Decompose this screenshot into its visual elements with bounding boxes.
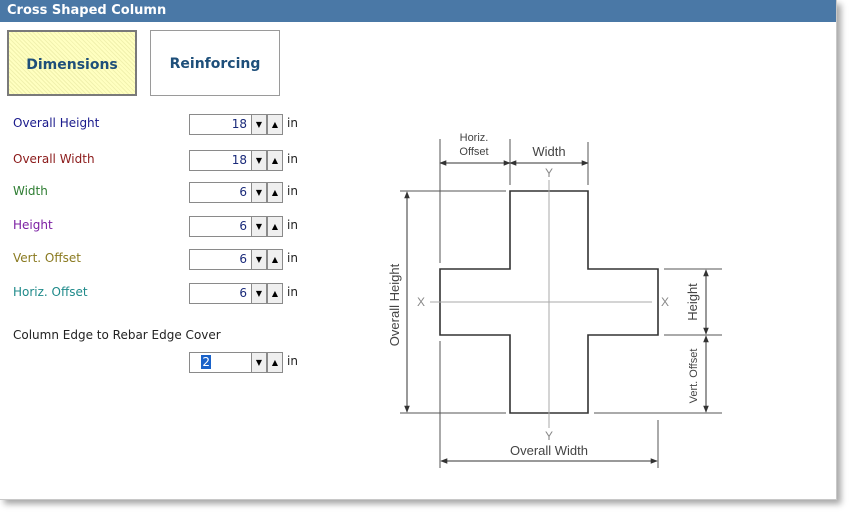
caret-down-icon[interactable]: ▼ xyxy=(251,249,267,270)
height-unit: in xyxy=(287,218,298,232)
window-title: Cross Shaped Column xyxy=(0,0,836,22)
cross-shaped-column-window: Cross Shaped Column Dimensions Reinforci… xyxy=(0,0,837,500)
caret-up-icon[interactable]: ▲ xyxy=(267,114,283,135)
width-label: Width xyxy=(13,184,48,198)
height-input[interactable]: 6 xyxy=(189,216,251,237)
horiz-offset-label: Horiz. Offset xyxy=(13,285,88,299)
overall-height-input[interactable]: 18 xyxy=(189,114,251,135)
overall-height-label: Overall Height xyxy=(13,116,100,130)
tab-reinforcing[interactable]: Reinforcing xyxy=(150,30,280,96)
caret-up-icon[interactable]: ▲ xyxy=(267,216,283,237)
height-spinner[interactable]: 6 ▼ ▲ xyxy=(189,216,283,237)
caret-up-icon[interactable]: ▲ xyxy=(267,249,283,270)
diagram-overall-height-label: Overall Height xyxy=(387,263,402,346)
overall-width-input[interactable]: 18 xyxy=(189,150,251,171)
cover-spinner[interactable]: 2 ▼ ▲ xyxy=(189,352,283,373)
caret-down-icon[interactable]: ▼ xyxy=(251,216,267,237)
overall-width-unit: in xyxy=(287,152,298,166)
horiz-offset-unit: in xyxy=(287,285,298,299)
overall-width-spinner[interactable]: 18 ▼ ▲ xyxy=(189,150,283,171)
x-axis-label-left: X xyxy=(417,295,425,309)
horiz-offset-spinner[interactable]: 6 ▼ ▲ xyxy=(189,283,283,304)
vert-offset-label: Vert. Offset xyxy=(13,251,81,265)
vert-offset-spinner[interactable]: 6 ▼ ▲ xyxy=(189,249,283,270)
caret-up-icon[interactable]: ▲ xyxy=(267,182,283,203)
diagram-width-label: Width xyxy=(532,144,565,159)
cover-label: Column Edge to Rebar Edge Cover xyxy=(13,328,221,342)
diagram-horiz-offset-line2: Offset xyxy=(459,146,488,158)
overall-width-label: Overall Width xyxy=(13,152,95,166)
diagram-height-label: Height xyxy=(685,283,700,321)
diagram-overall-width-label: Overall Width xyxy=(510,443,588,458)
overall-height-spinner[interactable]: 18 ▼ ▲ xyxy=(189,114,283,135)
caret-down-icon[interactable]: ▼ xyxy=(251,114,267,135)
diagram-vert-offset-label: Vert. Offset xyxy=(688,349,700,404)
vert-offset-unit: in xyxy=(287,251,298,265)
caret-up-icon[interactable]: ▲ xyxy=(267,283,283,304)
caret-down-icon[interactable]: ▼ xyxy=(251,182,267,203)
overall-height-unit: in xyxy=(287,116,298,130)
cover-unit: in xyxy=(287,354,298,368)
y-axis-label-bottom: Y xyxy=(545,429,553,443)
tab-dimensions[interactable]: Dimensions xyxy=(7,30,137,96)
width-spinner[interactable]: 6 ▼ ▲ xyxy=(189,182,283,203)
width-unit: in xyxy=(287,184,298,198)
caret-up-icon[interactable]: ▲ xyxy=(267,150,283,171)
diagram-horiz-offset-line1: Horiz. xyxy=(460,132,489,144)
caret-down-icon[interactable]: ▼ xyxy=(251,352,267,373)
caret-down-icon[interactable]: ▼ xyxy=(251,150,267,171)
horiz-offset-input[interactable]: 6 xyxy=(189,283,251,304)
caret-up-icon[interactable]: ▲ xyxy=(267,352,283,373)
width-input[interactable]: 6 xyxy=(189,182,251,203)
y-axis-label-top: Y xyxy=(545,166,553,180)
x-axis-label-right: X xyxy=(661,295,669,309)
caret-down-icon[interactable]: ▼ xyxy=(251,283,267,304)
cover-input[interactable]: 2 xyxy=(189,352,251,373)
vert-offset-input[interactable]: 6 xyxy=(189,249,251,270)
cross-section-diagram: Y Y X X Horiz. Offset Width Overall Heig… xyxy=(387,132,722,468)
cover-value-selected: 2 xyxy=(201,355,211,369)
height-label: Height xyxy=(13,218,53,232)
